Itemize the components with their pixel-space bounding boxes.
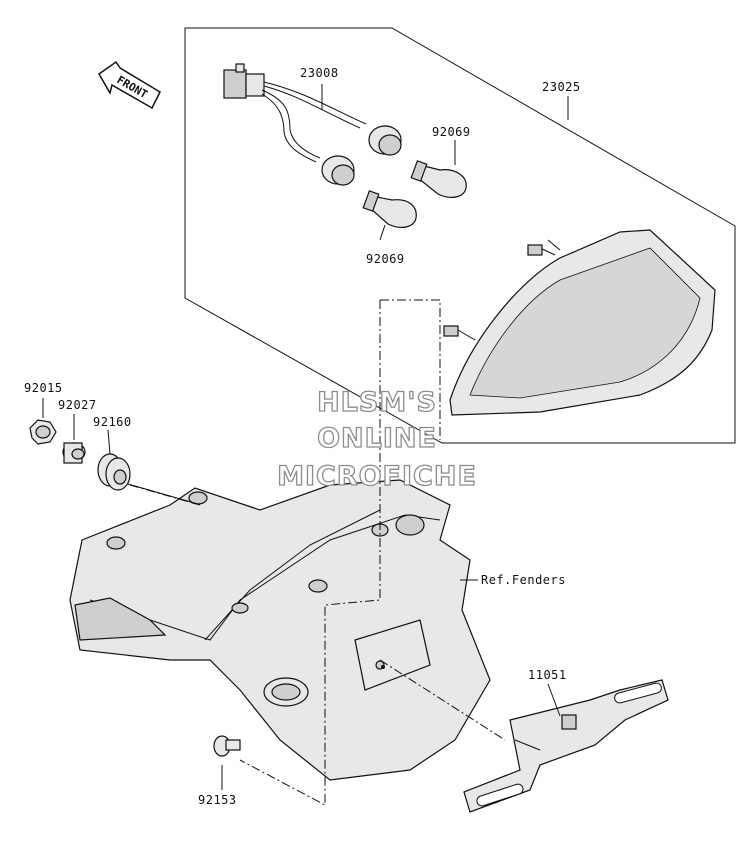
watermark-line-2: ONLINE <box>317 423 437 454</box>
callout-92153: 92153 <box>198 793 237 807</box>
wiring-harness <box>223 63 402 186</box>
front-arrow: FRONT <box>98 60 161 110</box>
callout-92027: 92027 <box>58 398 97 412</box>
grommet-92160 <box>97 453 131 491</box>
watermark-line-3: MICROFICHE <box>277 461 477 492</box>
callout-92069-lower: 92069 <box>366 252 405 266</box>
bracket-11051 <box>463 679 669 813</box>
callout-23025: 23025 <box>542 80 581 94</box>
callout-92160: 92160 <box>93 415 132 429</box>
watermark-line-1: HLSM'S <box>317 387 437 418</box>
callout-11051: 11051 <box>528 668 567 682</box>
bulb-upper <box>410 160 467 198</box>
nut-92015 <box>29 419 57 445</box>
watermark: HLSM'S ONLINE MICROFICHE <box>276 386 477 492</box>
callout-23008: 23008 <box>300 66 339 80</box>
callout-92015: 92015 <box>24 381 63 395</box>
tail-light-assembly <box>443 229 716 416</box>
bulb-lower <box>362 190 417 228</box>
callout-ref-fenders: Ref.Fenders <box>481 573 566 587</box>
collar-92027 <box>62 442 86 464</box>
bolt-92153 <box>213 735 241 757</box>
assembly-group-box <box>184 27 736 444</box>
rear-fender <box>69 479 491 781</box>
callout-92069-upper: 92069 <box>432 125 471 139</box>
